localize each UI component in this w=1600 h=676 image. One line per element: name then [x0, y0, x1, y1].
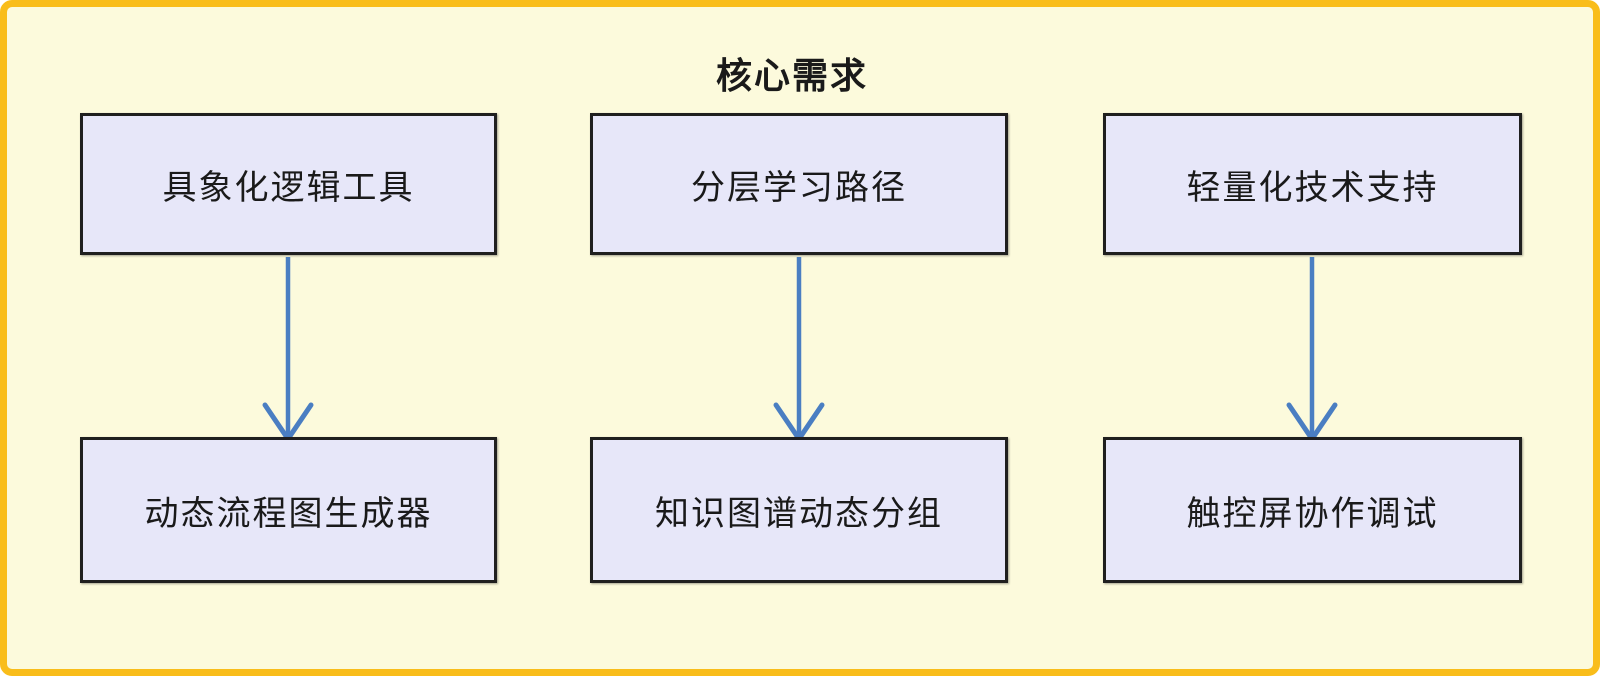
flow-box-bottom-2: 知识图谱动态分组: [590, 437, 1008, 583]
diagram-title: 核心需求: [715, 56, 868, 96]
connector-arrow-down-3: [1286, 257, 1338, 442]
flow-box-top-2: 分层学习路径: [590, 113, 1008, 255]
flow-box-top-1: 具象化逻辑工具: [80, 113, 497, 255]
connector-arrow-down-2: [773, 257, 825, 442]
connector-arrow-down-1: [262, 257, 314, 442]
flow-box-bottom-3: 触控屏协作调试: [1103, 437, 1522, 583]
flow-box-top-3: 轻量化技术支持: [1103, 113, 1522, 255]
flow-box-bottom-1: 动态流程图生成器: [80, 437, 497, 583]
